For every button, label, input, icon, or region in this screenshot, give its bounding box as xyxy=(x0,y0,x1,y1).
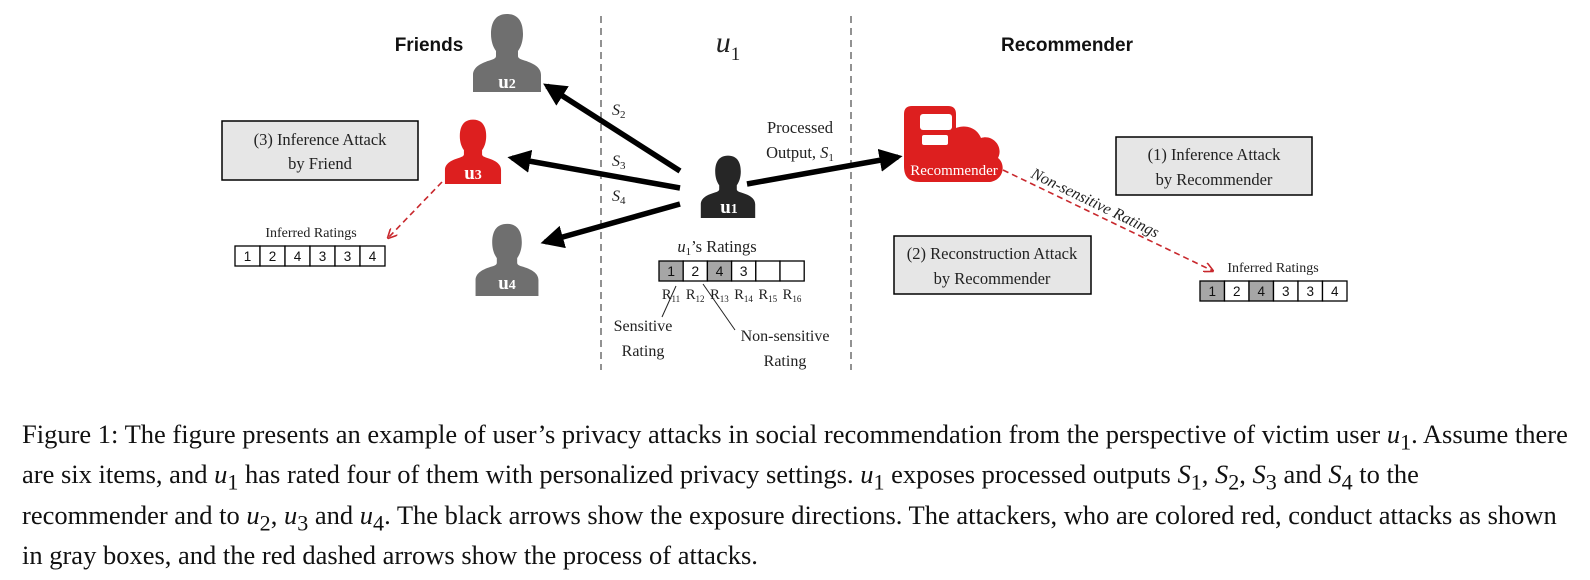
svg-text:by Recommender: by Recommender xyxy=(934,269,1051,288)
rating-value: 3 xyxy=(1306,284,1314,299)
rating-value: 4 xyxy=(1257,284,1265,299)
user-u1-victim-icon: u1 xyxy=(700,155,756,218)
rating-cell xyxy=(359,245,386,267)
recommender-inferred-ratings-grid: 1 2 4 3 3 4 xyxy=(1199,280,1348,302)
s3-label: S3 xyxy=(612,153,626,172)
exposure-arrow-s2 xyxy=(543,83,682,174)
recommender-attack-dashed-arrow xyxy=(1002,169,1213,271)
svg-text:(2) Reconstruction Attack: (2) Reconstruction Attack xyxy=(907,244,1078,263)
recommender-header: Recommender xyxy=(1001,35,1134,56)
recommender-icon: Recommender xyxy=(904,106,1003,182)
exposure-arrow-s3 xyxy=(507,149,681,191)
friends-header: Friends xyxy=(395,35,464,56)
svg-text:u1: u1 xyxy=(720,197,738,218)
svg-text:Recommender: Recommender xyxy=(910,163,997,179)
friend-attack-dashed-arrow xyxy=(388,181,443,238)
sensitive-rating-label-line1: Sensitive xyxy=(614,318,673,335)
rating-value: 4 xyxy=(369,249,377,264)
u1-header: u1 xyxy=(716,26,741,65)
processed-output-label-line1: Processed xyxy=(767,118,834,137)
sensitive-rating-pointer xyxy=(661,285,677,318)
non-sensitive-rating-label-line2: Rating xyxy=(764,353,807,370)
svg-text:u4: u4 xyxy=(498,273,516,294)
figure-caption: Figure 1: The figure presents an example… xyxy=(22,419,1568,570)
privacy-attack-diagram: Friends u1 Recommender u2 u3 u4 u1 S2 S3… xyxy=(221,14,1348,370)
sensitive-rating-label-line2: Rating xyxy=(622,343,665,360)
svg-text:u3: u3 xyxy=(464,163,482,184)
rating-item-label: R13 xyxy=(710,287,729,304)
friend-inferred-ratings-title: Inferred Ratings xyxy=(265,226,356,241)
rating-value: 4 xyxy=(294,249,302,264)
s4-label: S4 xyxy=(612,188,626,207)
user-u2-icon: u2 xyxy=(473,14,541,93)
svg-text:u2: u2 xyxy=(498,72,516,93)
rating-value: 3 xyxy=(740,263,748,279)
rating-item-label: R11 xyxy=(662,287,680,304)
non-sensitive-rating-pointer xyxy=(702,283,736,331)
exposure-arrow-s4 xyxy=(540,201,681,249)
non-sensitive-rating-label-line1: Non-sensitive xyxy=(741,328,830,345)
rating-value: 4 xyxy=(716,263,724,279)
rating-value: 4 xyxy=(1331,284,1339,299)
rating-value: 2 xyxy=(691,263,699,279)
rating-cell xyxy=(755,260,781,282)
recommender-inferred-ratings-title: Inferred Ratings xyxy=(1227,261,1318,276)
user-u4-icon: u4 xyxy=(475,223,539,296)
rating-value: 3 xyxy=(319,249,327,264)
processed-output-label-line2: Output, S1 xyxy=(766,143,834,164)
svg-text:(3) Inference Attack: (3) Inference Attack xyxy=(254,130,388,149)
u1-ratings-title: u1’s Ratings xyxy=(677,237,756,258)
exposure-arrow-s1 xyxy=(746,148,903,187)
friend-inference-attack-box: (3) Inference Attack by Friend xyxy=(221,120,419,181)
rating-item-label: R14 xyxy=(734,287,753,304)
rating-cell xyxy=(1321,280,1348,302)
friend-inferred-ratings-grid: 1 2 4 3 3 4 xyxy=(234,245,386,267)
rating-value: 1 xyxy=(244,249,252,264)
rating-value: 3 xyxy=(1282,284,1290,299)
rating-value: 3 xyxy=(344,249,352,264)
rating-value: 2 xyxy=(1233,284,1241,299)
rating-value: 1 xyxy=(1208,284,1216,299)
rating-cell xyxy=(779,260,805,282)
svg-text:by Friend: by Friend xyxy=(288,154,352,173)
rating-item-label: R15 xyxy=(758,287,777,304)
user-u3-attacker-icon: u3 xyxy=(444,119,502,184)
recommender-inference-attack-box: (1) Inference Attack by Recommender xyxy=(1115,136,1313,196)
svg-text:by Recommender: by Recommender xyxy=(1156,170,1273,189)
svg-text:(1) Inference Attack: (1) Inference Attack xyxy=(1148,145,1282,164)
rating-item-label: R12 xyxy=(686,287,705,304)
reconstruction-attack-box: (2) Reconstruction Attack by Recommender xyxy=(893,235,1092,295)
rating-value: 1 xyxy=(667,263,675,279)
u1-ratings-item-labels: R11 R12 R13 R14 R15 R16 xyxy=(662,287,802,304)
s2-label: S2 xyxy=(612,102,626,121)
rating-item-label: R16 xyxy=(783,287,802,304)
rating-value: 2 xyxy=(269,249,277,264)
